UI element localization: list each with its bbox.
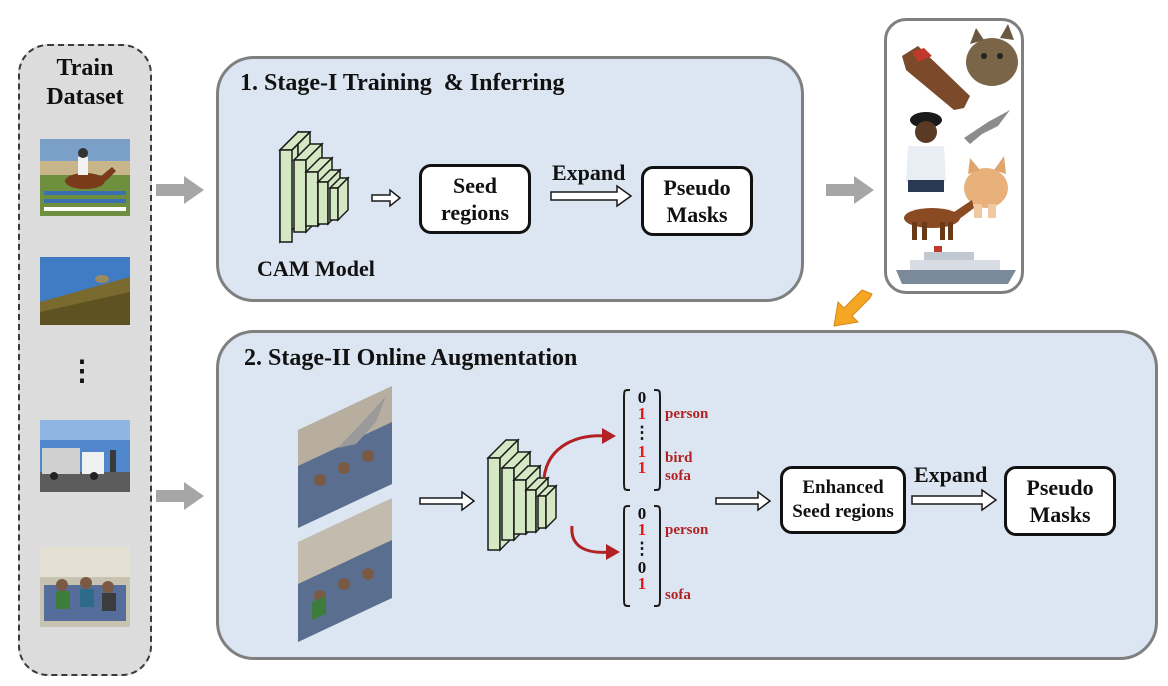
gray-arrow-to-stage2 bbox=[156, 482, 204, 510]
vector1-class-sofa: sofa bbox=[665, 468, 691, 484]
stage2-pseudo-masks-box: Pseudo Masks bbox=[1004, 466, 1116, 536]
stage2-to-enhanced-arrow bbox=[715, 490, 772, 512]
enhanced-line1: Enhanced bbox=[802, 477, 884, 498]
enhanced-seed-regions-box: Enhanced Seed regions bbox=[780, 466, 906, 534]
seed-regions-box: Seed regions bbox=[419, 164, 531, 234]
dataset-image-horse bbox=[40, 139, 130, 216]
stage1-expand-arrow bbox=[550, 184, 633, 208]
stage1-pseudo-line2: Masks bbox=[666, 202, 728, 227]
stage2-title: 2. Stage-II Online Augmentation bbox=[244, 345, 578, 371]
masked-objects-picture bbox=[896, 24, 1018, 284]
dataset-title-line2: Dataset bbox=[46, 84, 124, 110]
stage2-expand-arrow bbox=[911, 488, 998, 512]
orange-arrow-down-left bbox=[833, 289, 873, 327]
vector2-top: 0 bbox=[637, 504, 647, 523]
vector2-v3: 1 bbox=[637, 574, 647, 593]
vector2-brackets bbox=[623, 505, 661, 607]
stage1-expand-label: Expand bbox=[552, 160, 626, 185]
vector1-top: 0 bbox=[637, 388, 647, 407]
vector2-class-person: person bbox=[665, 522, 709, 538]
stage2-pseudo-line1: Pseudo bbox=[1026, 475, 1094, 500]
dataset-ellipsis: ⋮ bbox=[68, 356, 96, 387]
red-curved-arrow-lower bbox=[570, 525, 620, 560]
dataset-title-line1: Train bbox=[56, 55, 114, 81]
vector2-class-sofa: sofa bbox=[665, 587, 691, 603]
seed-line2: regions bbox=[440, 200, 510, 225]
seed-line1: Seed bbox=[453, 173, 497, 198]
cam-model-icon bbox=[278, 130, 350, 244]
vector1-class-person: person bbox=[665, 406, 709, 422]
vector1-values: 0 1 ⋮ 1 1 bbox=[632, 388, 652, 477]
gray-arrow-to-masks bbox=[826, 176, 874, 204]
stage1-pseudo-masks-box: Pseudo Masks bbox=[641, 166, 753, 236]
small-arrow-icon bbox=[371, 188, 402, 208]
dataset-image-sofa bbox=[40, 547, 130, 627]
dataset-image-sheep bbox=[40, 257, 130, 325]
stage1-pseudo-line1: Pseudo bbox=[663, 175, 731, 200]
augmented-image-bird-sofa bbox=[298, 386, 392, 528]
vector2-values: 0 1 ⋮ 0 1 bbox=[632, 504, 652, 593]
vector1-dots: ⋮ bbox=[633, 423, 651, 442]
dataset-image-truck bbox=[40, 420, 130, 492]
cam-model-label: CAM Model bbox=[257, 256, 375, 281]
stage2-input-arrow bbox=[419, 490, 476, 512]
stage2-expand-label: Expand bbox=[914, 462, 988, 487]
vector1-brackets bbox=[623, 389, 661, 491]
red-curved-arrow-upper bbox=[542, 428, 616, 479]
gray-arrow-to-stage1 bbox=[156, 176, 204, 204]
train-dataset-title: Train Dataset bbox=[18, 54, 152, 112]
vector2-v2: 0 bbox=[637, 558, 647, 577]
vector2-dots: ⋮ bbox=[633, 539, 651, 558]
stage1-title: 1. Stage-I Training & Inferring bbox=[240, 70, 565, 96]
cam-model-icon-stage2 bbox=[486, 438, 558, 552]
augmented-image-sofa bbox=[298, 498, 392, 642]
vector1-v3: 1 bbox=[637, 458, 647, 477]
enhanced-line2: Seed regions bbox=[792, 501, 894, 522]
vector1-class-bird: bird bbox=[665, 450, 693, 466]
vector1-v2: 1 bbox=[637, 442, 647, 461]
vector2-v1: 1 bbox=[637, 520, 647, 539]
vector1-v1: 1 bbox=[637, 404, 647, 423]
stage2-pseudo-line2: Masks bbox=[1029, 502, 1091, 527]
